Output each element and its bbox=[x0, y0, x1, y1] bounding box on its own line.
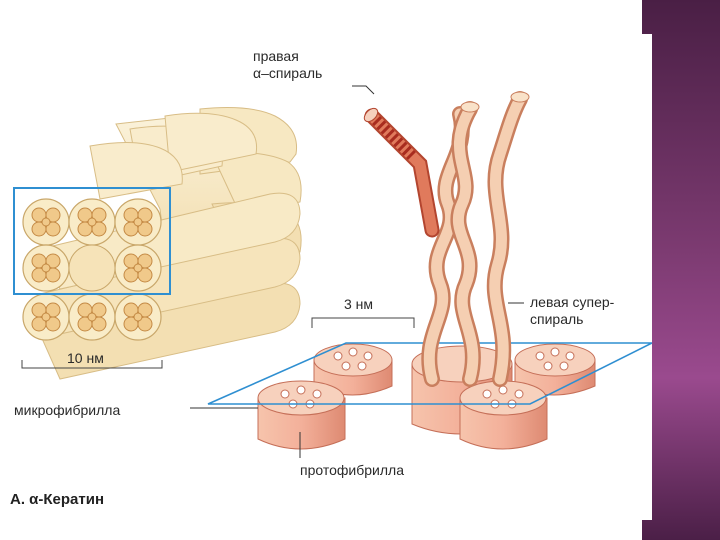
alpha-helix-strand bbox=[363, 107, 440, 238]
protofibril-end bbox=[22, 198, 70, 246]
figure-caption: А. α-Кератин bbox=[10, 491, 105, 508]
selection-box bbox=[13, 187, 171, 295]
label-right-helix-line1: правая bbox=[253, 48, 299, 64]
protofibril-end bbox=[114, 198, 162, 246]
label-microfibril: микрофибрилла bbox=[14, 402, 121, 418]
protofibril-end bbox=[114, 244, 162, 292]
slide-decor-band bbox=[642, 0, 720, 540]
supercoil bbox=[363, 91, 530, 387]
protofibril-layer bbox=[207, 317, 652, 450]
scale-bracket-10nm bbox=[21, 360, 163, 369]
center-slot bbox=[68, 244, 116, 292]
label-protofibril: протофибрилла bbox=[300, 462, 404, 478]
protofibril-cylinder bbox=[257, 380, 346, 450]
keratin-diagram bbox=[13, 85, 652, 458]
protofibril-end bbox=[22, 293, 70, 341]
label-10nm: 10 нм bbox=[67, 350, 104, 366]
leader-lines bbox=[190, 85, 524, 458]
label-left-supercoil-line1: левая супер- bbox=[530, 294, 615, 310]
leader-right-helix bbox=[352, 85, 375, 95]
section-plane bbox=[207, 342, 652, 405]
label-3nm: 3 нм bbox=[344, 296, 374, 312]
label-left-supercoil-line2: спираль bbox=[530, 311, 584, 327]
microfibril-bundle bbox=[13, 107, 302, 380]
protofibril-end bbox=[68, 293, 116, 341]
alpha-keratin-figure: правая α–спираль левая супер- спираль 3 … bbox=[0, 34, 652, 520]
protofibril-end bbox=[22, 244, 70, 292]
protofibril-end bbox=[68, 198, 116, 246]
scale-bracket-3nm bbox=[311, 317, 415, 328]
protofibril-cylinder bbox=[459, 380, 548, 450]
label-right-helix-line2: α–спираль bbox=[253, 65, 323, 81]
protofibril-end bbox=[114, 293, 162, 341]
cylinder-ends bbox=[22, 198, 162, 341]
